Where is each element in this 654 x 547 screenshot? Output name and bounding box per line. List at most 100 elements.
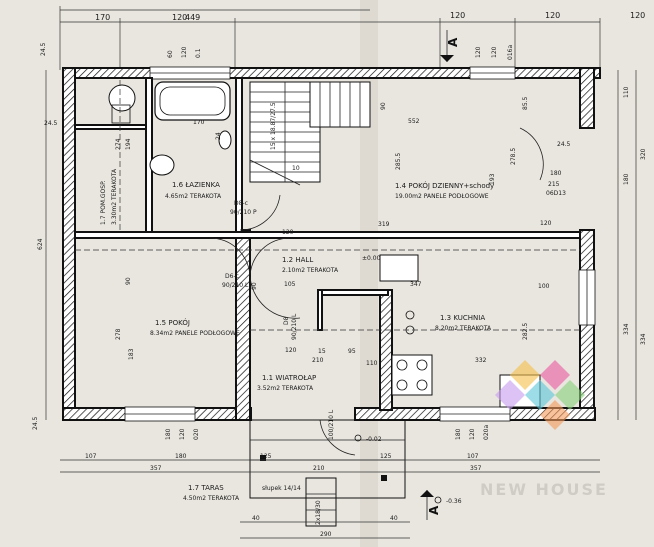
svg-text:1.7 POM.GOSP.: 1.7 POM.GOSP.	[100, 180, 107, 225]
windows	[124, 66, 596, 422]
svg-text:24.5: 24.5	[32, 416, 39, 430]
svg-text:2x18/30: 2x18/30	[315, 500, 322, 525]
svg-text:357: 357	[150, 465, 162, 472]
door-bedroom-size: 90/210 L	[222, 282, 249, 289]
svg-text:90: 90	[380, 102, 387, 110]
svg-text:180: 180	[165, 428, 172, 440]
dim-win-top-code: 016a	[507, 45, 514, 60]
svg-text:107: 107	[85, 453, 97, 460]
svg-text:1.5 POKÓJ: 1.5 POKÓJ	[155, 318, 190, 327]
dim-top-stack-2: 120	[181, 46, 188, 58]
window-codes: 180 120 020 180 120 020a	[165, 425, 490, 440]
svg-text:85.5: 85.5	[522, 96, 529, 110]
dim-top-right-a: 120	[450, 11, 465, 20]
svg-text:8.34m2 PANELE PODŁOGOWE: 8.34m2 PANELE PODŁOGOWE	[150, 330, 240, 337]
bathroom-fixtures	[108, 81, 232, 176]
door-bath-label: D8-c	[234, 200, 248, 207]
svg-text:24.5: 24.5	[557, 141, 571, 148]
svg-text:120: 120	[179, 428, 186, 440]
staircase: 15 x 18.87/27.5	[249, 81, 371, 183]
dim-top-mid: 120	[172, 13, 187, 22]
toilet-icon	[218, 130, 232, 150]
boiler-icon	[108, 84, 136, 112]
side-dimensions: 624 24.5 24.5 110 320 180 334 334	[32, 70, 647, 430]
svg-text:290: 290	[320, 531, 332, 538]
svg-text:4.50m2 TERAKOTA: 4.50m2 TERAKOTA	[183, 495, 240, 502]
bottom-dimensions: 107 357 180 210 107 357 125 125 40 40 29…	[60, 453, 600, 539]
svg-text:278.5: 278.5	[510, 148, 517, 165]
svg-text:125: 125	[260, 453, 272, 460]
svg-text:3.52m2 TERAKOTA: 3.52m2 TERAKOTA	[257, 385, 314, 392]
room-terrace: 1.7 TARAS 4.50m2 TERAKOTA	[183, 484, 240, 502]
svg-text:40: 40	[252, 515, 260, 522]
room-hall: 1.2 HALL 2.10m2 TERAKOTA	[282, 256, 339, 274]
svg-text:183: 183	[128, 348, 135, 360]
svg-text:4.65m2 TERAKOTA: 4.65m2 TERAKOTA	[165, 193, 222, 200]
svg-text:10: 10	[292, 165, 300, 172]
svg-text:357: 357	[470, 465, 482, 472]
dim-left-top: 24.5	[40, 42, 47, 56]
door-labels: D8-c 90/210 P D6-c 90/210 L D8 90/210 L	[222, 200, 298, 340]
svg-text:194: 194	[125, 138, 132, 150]
section-marker-top: A	[440, 30, 460, 62]
stairs-label: 15 x 18.87/27.5	[270, 102, 277, 150]
room-bedroom: 1.5 POKÓJ 8.34m2 PANELE PODŁOGOWE	[150, 318, 240, 337]
room-living: 1.4 POKÓJ DZIENNY+schody 19.00m2 PANELE …	[395, 181, 494, 200]
svg-text:110: 110	[623, 86, 630, 98]
svg-text:-0.36: -0.36	[446, 498, 462, 505]
svg-text:1.4 POKÓJ DZIENNY+schody: 1.4 POKÓJ DZIENNY+schody	[395, 181, 494, 190]
sink-icon	[149, 154, 175, 176]
svg-text:19.00m2 PANELE PODŁOGOWE: 19.00m2 PANELE PODŁOGOWE	[395, 193, 489, 200]
svg-text:120: 120	[469, 428, 476, 440]
svg-text:107: 107	[467, 453, 479, 460]
svg-text:40: 40	[390, 515, 398, 522]
svg-text:1.1 WIATROŁAP: 1.1 WIATROŁAP	[262, 374, 316, 382]
svg-text:1.6 ŁAZIENKA: 1.6 ŁAZIENKA	[172, 181, 220, 189]
dim-top-right-b: 120	[545, 11, 560, 20]
svg-text:100: 100	[538, 283, 550, 290]
svg-text:06D13: 06D13	[546, 190, 566, 197]
dim-top-total: 449	[185, 13, 200, 22]
svg-text:274: 274	[115, 138, 122, 150]
svg-text:285.5: 285.5	[395, 153, 402, 170]
dim-win-top-2: 120	[491, 46, 498, 58]
svg-text:24: 24	[215, 132, 222, 140]
dim-top-left: 170	[95, 13, 110, 22]
svg-text:215: 215	[548, 181, 560, 188]
dim-top-right-c: 120	[630, 11, 645, 20]
svg-text:278: 278	[115, 328, 122, 340]
svg-text:24.5: 24.5	[44, 120, 58, 127]
svg-text:1.2 HALL: 1.2 HALL	[282, 256, 313, 264]
interior-dimensions: 170 194 274 24 90 552 285.5 193 278.5 85…	[115, 96, 571, 440]
room-kitchen: 1.3 KUCHNIA 8.20m2 TERAKOTA	[435, 314, 492, 332]
stove-icon	[391, 354, 433, 396]
svg-text:624: 624	[37, 238, 44, 250]
svg-text:332: 332	[475, 357, 487, 364]
svg-text:2.10m2 TERAKOTA: 2.10m2 TERAKOTA	[282, 267, 339, 274]
svg-text:020: 020	[193, 428, 200, 440]
svg-text:334: 334	[640, 333, 647, 345]
svg-text:A: A	[427, 505, 441, 515]
svg-text:193: 193	[489, 173, 496, 185]
watermark-text: NEW HOUSE	[480, 480, 608, 499]
svg-text:320: 320	[640, 148, 647, 160]
svg-text:120: 120	[285, 347, 297, 354]
svg-text:180: 180	[550, 170, 562, 177]
section-marker-bottom: A	[420, 490, 441, 520]
svg-text:334: 334	[623, 323, 630, 335]
room-bath: 1.6 ŁAZIENKA 4.65m2 TERAKOTA	[165, 181, 222, 200]
bathtub-icon	[154, 81, 231, 121]
door-bath-size: 90/210 P	[230, 209, 257, 216]
svg-text:15: 15	[318, 348, 326, 355]
door-kitchen-size: 90/210 L	[291, 313, 298, 340]
svg-text:347: 347	[410, 281, 422, 288]
svg-text:1.3 KUCHNIA: 1.3 KUCHNIA	[440, 314, 485, 322]
svg-text:-0.02: -0.02	[366, 436, 382, 443]
kitchen-counter-icon	[379, 254, 419, 282]
svg-text:020a: 020a	[483, 425, 490, 440]
hall-dashed-lines	[75, 80, 580, 331]
svg-text:100/210 L: 100/210 L	[328, 409, 335, 440]
top-dimensions: 449 170 120 120 120 120 60 120 0.1 120 1…	[40, 6, 645, 70]
svg-text:210: 210	[313, 465, 325, 472]
